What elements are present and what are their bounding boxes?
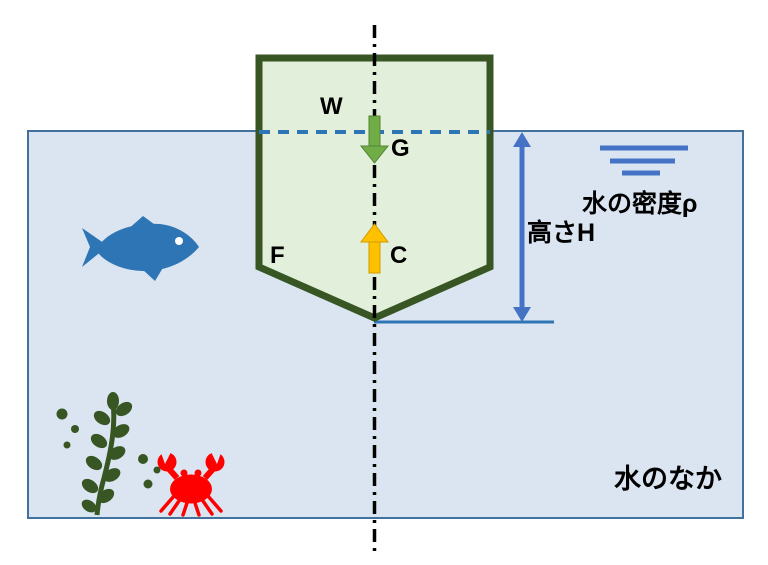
crab-icon	[157, 450, 225, 517]
fish-icon	[82, 216, 199, 281]
height-dimension-arrow	[513, 132, 531, 322]
weight-label: W	[320, 93, 343, 120]
gravity-arrow	[359, 115, 390, 164]
water-density-label: 水の密度ρ	[582, 190, 698, 218]
bubbles-icon	[56, 408, 161, 489]
buoyancy-arrow	[360, 223, 389, 274]
underwater-label: 水のなか	[614, 464, 722, 494]
buoyancy-point-label: C	[390, 242, 408, 269]
hull-shape	[255, 54, 494, 322]
water-surface-icon	[600, 145, 688, 176]
buoyant-force-label: F	[270, 242, 285, 269]
seaweed-icon	[81, 392, 133, 516]
gravity-point-label: G	[391, 135, 410, 162]
draft-height-label: 高さH	[527, 219, 596, 247]
